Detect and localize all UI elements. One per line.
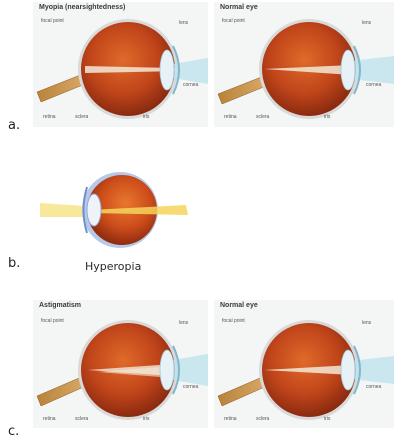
iris-label: iris [143, 114, 149, 120]
lens-label: lens [179, 320, 188, 326]
panel-title: Myopia (nearsightedness) [39, 4, 125, 11]
panel-title: Normal eye [220, 302, 258, 309]
cornea-label: cornea [366, 82, 381, 88]
panel-title: Normal eye [220, 4, 258, 11]
normal-eye-diagram-panel: Normal eye focal point lens cornea retin… [214, 2, 394, 127]
cornea-label: cornea [366, 384, 381, 390]
iris-label: iris [324, 114, 330, 120]
retina-label: retina [43, 114, 56, 120]
hyperopia-eye-illustration [40, 165, 190, 255]
focal-point-label: focal point [222, 318, 245, 324]
sclera-label: sclera [256, 114, 269, 120]
hyperopia-caption: Hyperopia [85, 260, 141, 273]
retina-label: retina [224, 416, 237, 422]
lens-label: lens [362, 320, 371, 326]
focal-point-label: focal point [41, 18, 64, 24]
cornea-label: cornea [183, 384, 198, 390]
panel-title: Astigmatism [39, 302, 81, 309]
retina-label: retina [224, 114, 237, 120]
lens-label: lens [179, 20, 188, 26]
sclera-label: sclera [75, 114, 88, 120]
astigmatism-diagram-panel: Astigmatism focal point lens cornea reti… [33, 300, 208, 428]
section-label-b: b. [8, 256, 20, 271]
iris-label: iris [143, 416, 149, 422]
retina-label: retina [43, 416, 56, 422]
focal-point-label: focal point [41, 318, 64, 324]
sclera-label: sclera [75, 416, 88, 422]
lens-label: lens [362, 20, 371, 26]
iris-label: iris [324, 416, 330, 422]
section-label-a: a. [8, 118, 20, 133]
myopia-diagram-panel: Myopia (nearsightedness) focal point len… [33, 2, 208, 127]
section-label-c: c. [8, 424, 19, 439]
sclera-label: sclera [256, 416, 269, 422]
cornea-label: cornea [183, 82, 198, 88]
normal-eye-diagram-panel-2: Normal eye focal point lens cornea retin… [214, 300, 394, 428]
focal-point-label: focal point [222, 18, 245, 24]
